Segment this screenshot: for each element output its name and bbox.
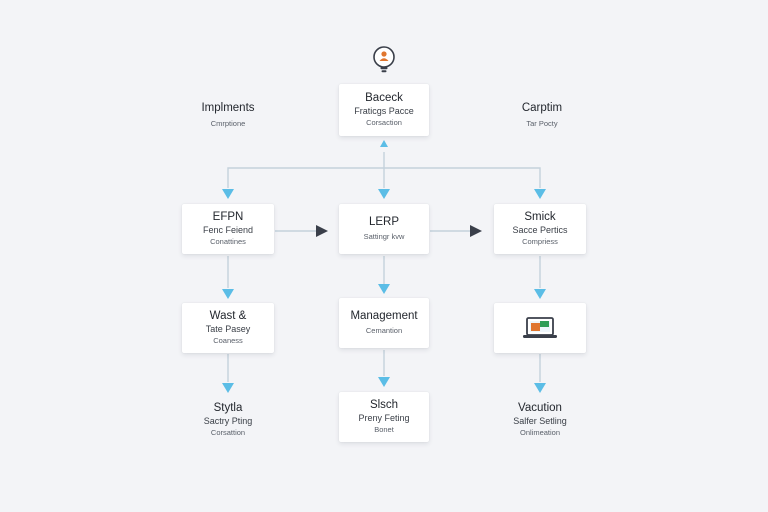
node-wast[interactable]: Wast & Tate Pasey Coaness [182,303,274,353]
lightbulb-user-icon [373,46,395,73]
label-line: Salfer Setling [513,416,567,426]
node-line: Sacce Pertics [512,225,568,235]
node-title: Smick [524,211,556,223]
node-title: Slsch [369,399,399,411]
label-title: Implments [201,102,255,114]
node-line: Tate Pasey [205,324,251,334]
node-efpn[interactable]: EFPN Fenc Feiend Conattines [182,204,274,254]
arrow-down-icon [534,289,546,299]
node-line: Coaness [213,336,243,345]
node-line: Corsaction [366,118,402,127]
arrow-down-icon [534,383,546,393]
label-title: Stytla [213,402,243,414]
node-title: LERP [368,216,400,228]
laptop-icon [523,317,557,338]
label-line: Onlimeation [519,428,561,437]
arrow-down-icon [222,289,234,299]
node-line: Cemantion [365,326,403,335]
label-implments: Implments Cmrptione [178,102,278,129]
node-slsch[interactable]: Slsch Preny Feting Bonet [339,392,429,442]
node-line: Fenc Feiend [202,225,254,235]
label-subtitle: Cmrptione [210,119,246,128]
node-smick[interactable]: Smick Sacce Pertics Compriess [494,204,586,254]
label-vacution: Vacution Salfer Setling Onlimeation [490,402,590,438]
arrow-down-icon [378,377,390,387]
node-title: Management [350,310,418,322]
label-line: Corsattion [210,428,246,437]
arrow-right-icon [316,225,328,237]
label-carptim: Carptim Tar Pocty [492,102,592,129]
node-line: Preny Feting [358,413,410,423]
arrow-down-icon [222,189,234,199]
node-line: Sattingr kvw [363,232,405,241]
node-line: Compriess [522,237,558,246]
node-lerp[interactable]: LERP Sattingr kvw [339,204,429,254]
node-laptop[interactable] [494,303,586,353]
node-line: Bonet [374,425,394,434]
label-title: Vacution [518,402,562,414]
node-line: Conattines [210,237,246,246]
node-title: EFPN [212,211,244,223]
arrow-right-icon [470,225,482,237]
node-title: Wast & [209,310,247,322]
node-management[interactable]: Management Cemantion [339,298,429,348]
node-baceck[interactable]: Baceck Fraticgs Pacce Corsaction [339,84,429,136]
node-title: Baceck [365,92,403,104]
arrow-down-icon [378,189,390,199]
label-subtitle: Tar Pocty [526,119,558,128]
arrow-down-icon [378,284,390,294]
arrow-up-icon [380,140,388,147]
label-line: Sactry Pting [203,416,253,426]
arrow-down-icon [222,383,234,393]
label-title: Carptim [521,102,563,114]
arrow-down-icon [534,189,546,199]
label-stytla: Stytla Sactry Pting Corsattion [178,402,278,438]
node-line: Fraticgs Pacce [354,106,414,116]
